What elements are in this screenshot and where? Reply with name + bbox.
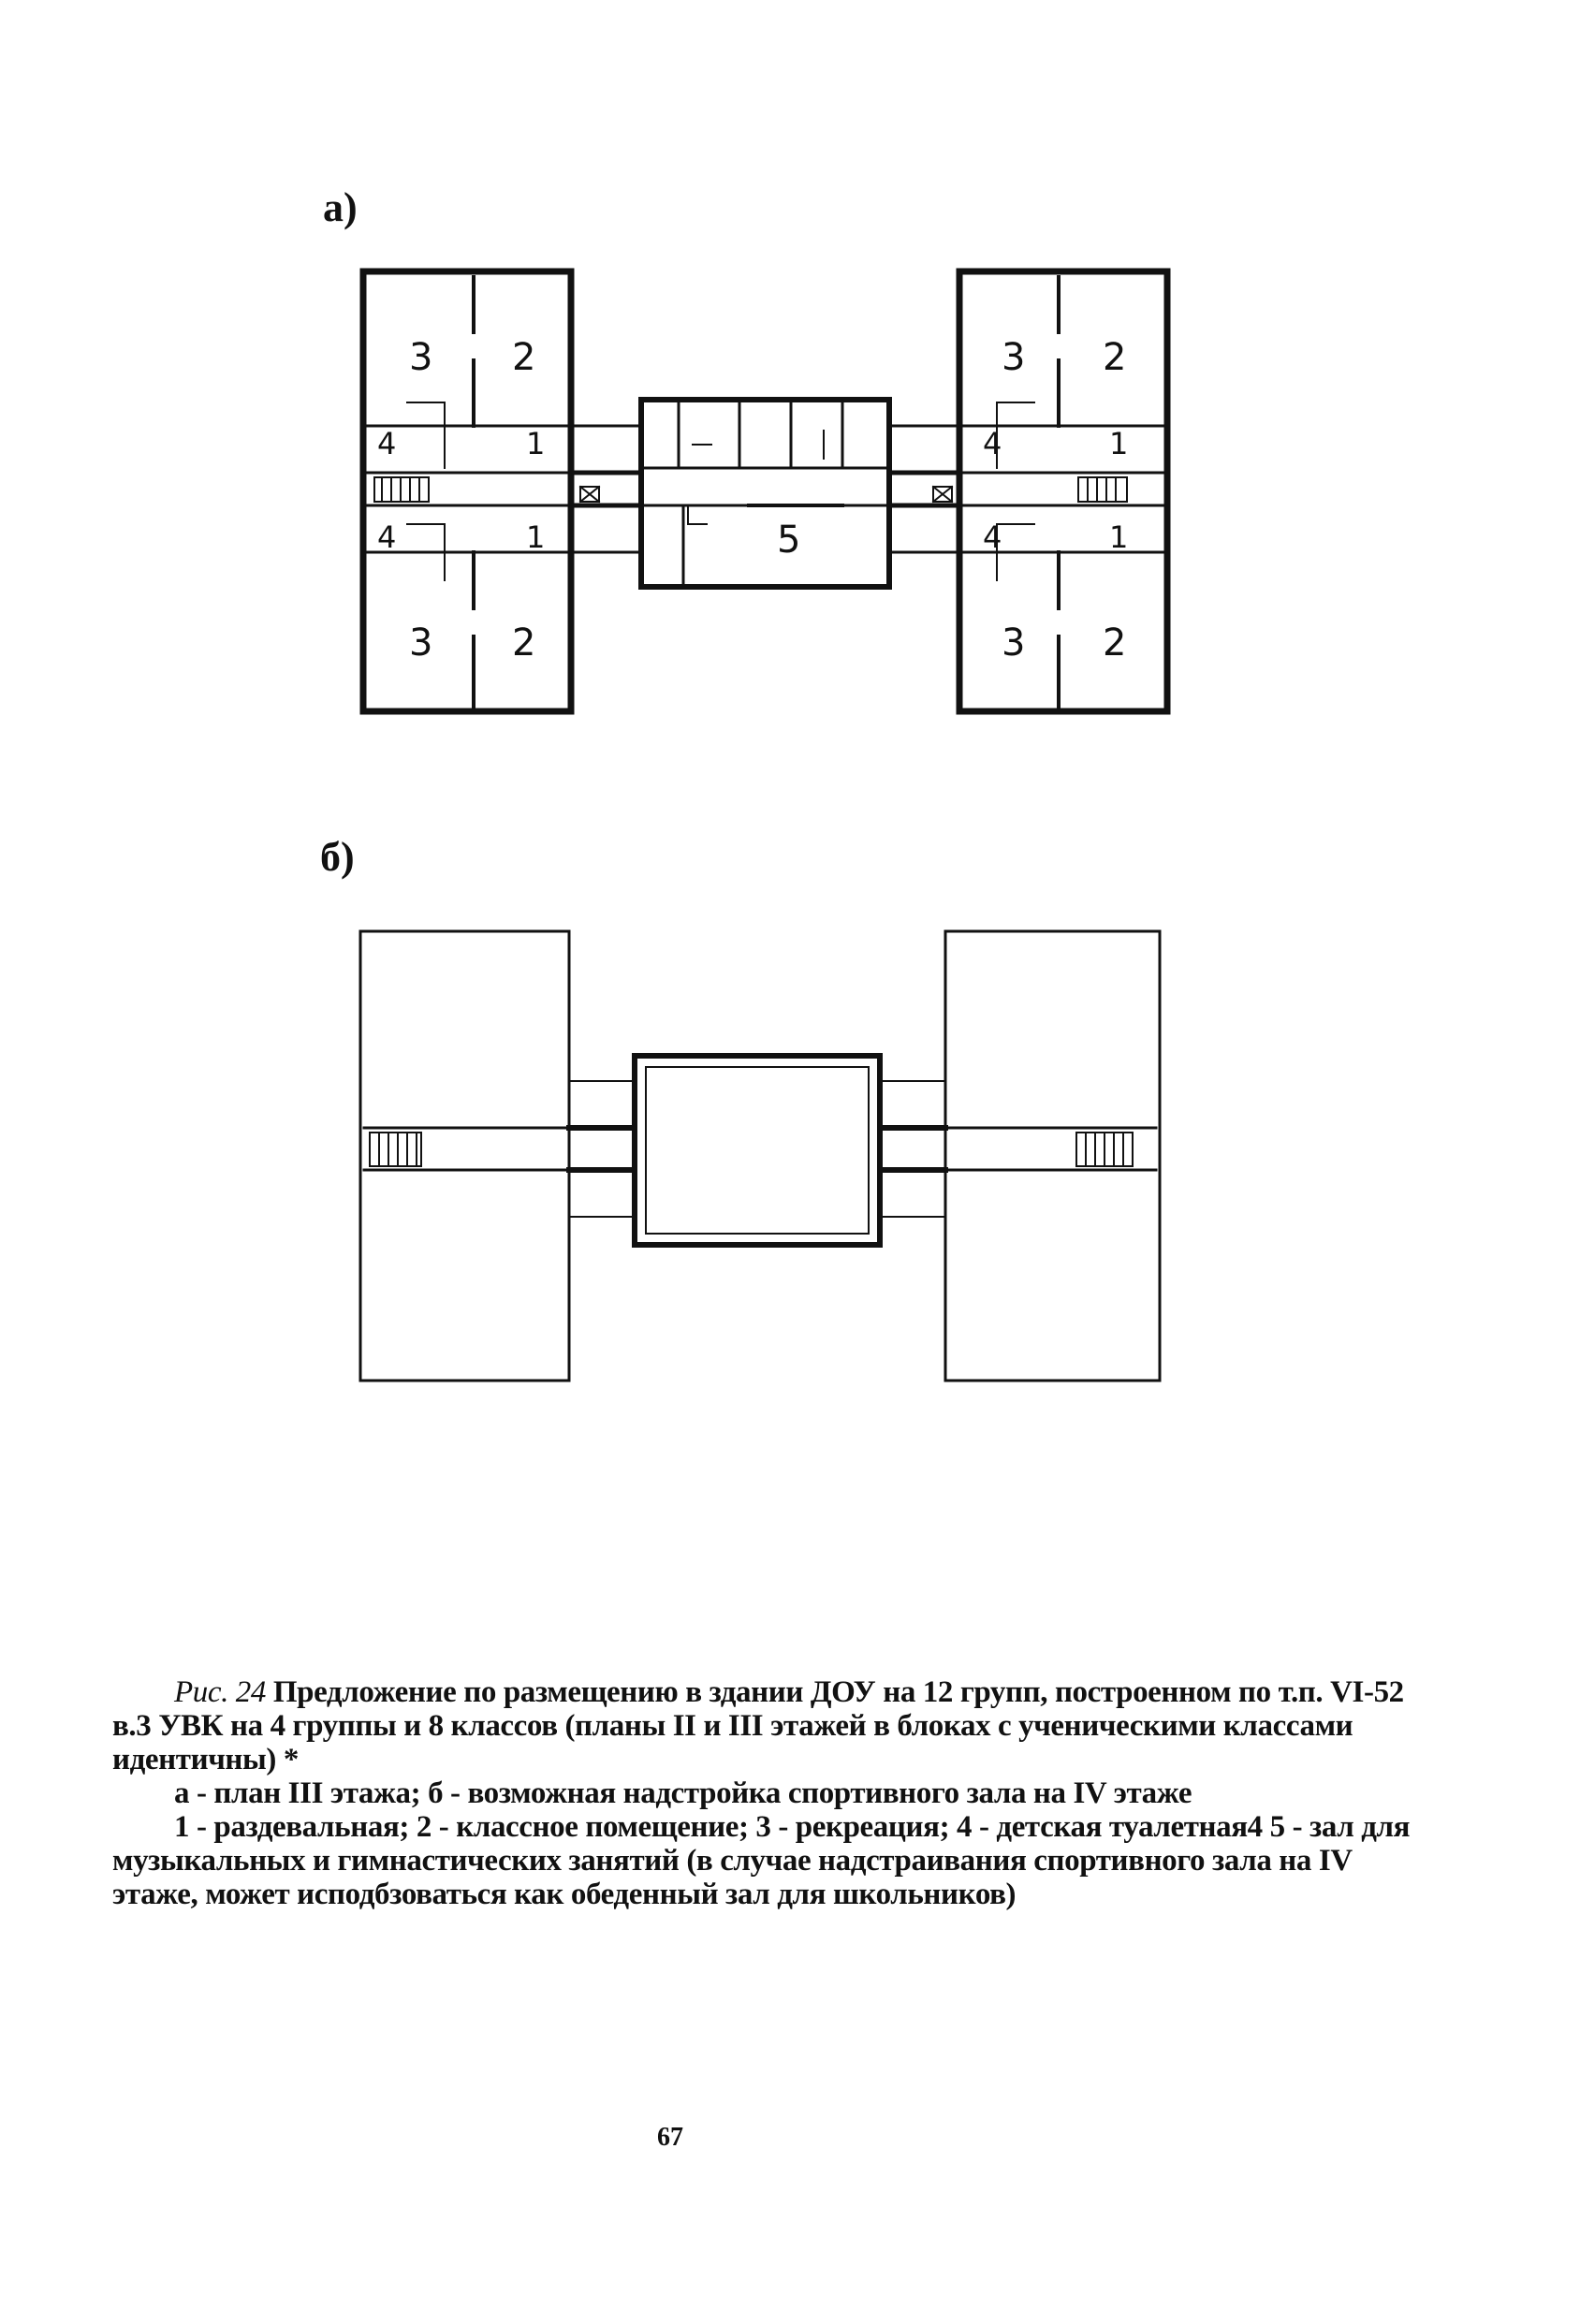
room-4-label: 4: [983, 519, 1002, 555]
room-4-label: 4: [377, 519, 396, 555]
room-3-label: 3: [409, 621, 432, 665]
caption-title: Предложение по размещению в здании ДОУ н…: [112, 1675, 1404, 1776]
room-1-label: 1: [1109, 426, 1128, 461]
room-2-label: 2: [1103, 621, 1126, 665]
room-3-label: 3: [1002, 336, 1025, 379]
room-1-label: 1: [1109, 519, 1128, 555]
room-2-label: 2: [512, 621, 535, 665]
room-3-label: 3: [409, 336, 432, 379]
figure-label-a: а): [323, 184, 358, 230]
room-5-label: 5: [777, 519, 800, 562]
figure-caption: Рис. 24 Предложение по размещению в здан…: [112, 1675, 1441, 1911]
room-4-label: 4: [983, 426, 1002, 461]
room-1-label: 1: [526, 519, 545, 555]
room-4-label: 4: [377, 426, 396, 461]
room-3-label: 3: [1002, 621, 1025, 665]
caption-room-legend: 1 - раздевальная; 2 - классное помещение…: [112, 1810, 1411, 1911]
caption-plan-legend: а - план III этажа; б - возможная надстр…: [174, 1776, 1192, 1810]
floor-plan-a: 3 2 1 4 4 1 3 2 3 2 4 1 4 1 3 2 5: [359, 268, 1171, 715]
room-2-label: 2: [1103, 336, 1126, 379]
figure-reference: Рис. 24: [174, 1675, 267, 1709]
room-2-label: 2: [512, 336, 535, 379]
page-number: 67: [657, 2123, 683, 2152]
figure-label-b: б): [320, 834, 355, 880]
room-1-label: 1: [526, 426, 545, 461]
